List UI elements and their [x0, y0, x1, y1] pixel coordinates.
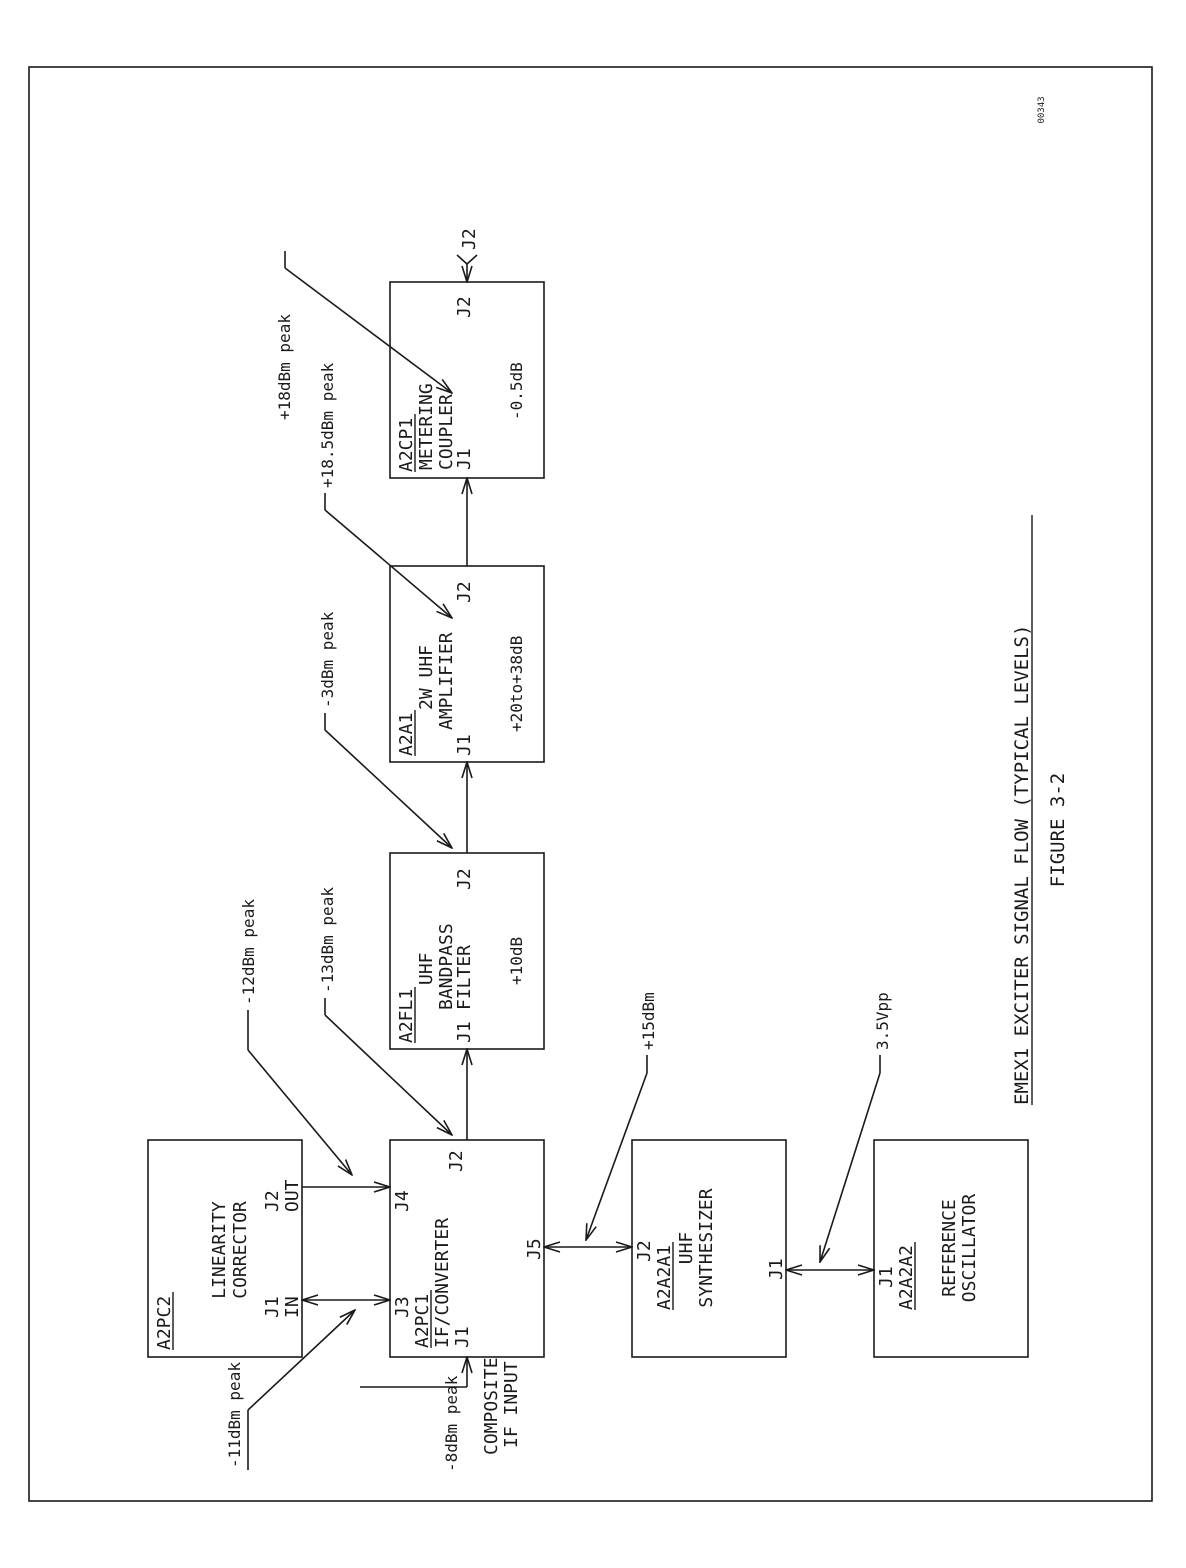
lin-j2-out: OUT [282, 1179, 303, 1212]
level-ref-osc: 3.5Vpp [873, 992, 892, 1050]
filter-label3: FILTER [454, 945, 475, 1010]
amp-ref: A2A1 [396, 713, 417, 756]
coupler-label1: METERING [416, 383, 437, 470]
conv-j5: J5 [524, 1238, 545, 1260]
level-lin-out: -12dBm peak [239, 899, 258, 1005]
coupler-ref: A2CP1 [396, 418, 417, 472]
osc-label1: REFERENCE [939, 1199, 960, 1297]
level-conv-out: -13dBm peak [318, 887, 337, 993]
filter-j2: J2 [454, 868, 475, 890]
amp-j2: J2 [454, 581, 475, 603]
conv-j4: J4 [392, 1190, 413, 1212]
conv-j3: J3 [392, 1296, 413, 1318]
level-if-input: -8dBm peak [442, 1375, 461, 1472]
synth-j2: J2 [634, 1240, 655, 1262]
drawing-number: 00343 [1037, 96, 1047, 123]
conv-j2: J2 [446, 1150, 467, 1172]
synth-label2: SYNTHESIZER [696, 1188, 717, 1307]
lin-j1: J1 [262, 1296, 283, 1318]
leader-lin-out [247, 1049, 352, 1175]
diagram-title: EMEX1 EXCITER SIGNAL FLOW (TYPICAL LEVEL… [1011, 625, 1033, 1105]
coupler-j2: J2 [454, 296, 475, 318]
synth-label1: UHF [676, 1232, 697, 1265]
osc-j1: J1 [876, 1266, 897, 1288]
level-amp-out: +18.5dBm peak [318, 362, 337, 488]
osc-ref: A2A2A2 [896, 1245, 917, 1310]
page-border [28, 66, 1153, 1502]
output-jack-symbol [456, 254, 468, 265]
figure-label: FIGURE 3-2 [1047, 773, 1069, 887]
filter-label2: BANDPASS [436, 923, 457, 1010]
lin-ref: A2PC2 [154, 1296, 175, 1350]
amp-label1: 2W UHF [416, 645, 437, 710]
filter-label1: UHF [416, 952, 437, 985]
uhf-synthesizer-block [631, 1139, 787, 1358]
coupler-gain: -0.5dB [507, 362, 526, 420]
coupler-label2: COUPLER [436, 394, 457, 470]
if-converter-block [389, 1139, 545, 1358]
filter-ref: A2FL1 [396, 989, 417, 1043]
filter-j1: J1 [454, 1021, 475, 1043]
synth-ref: A2A2A1 [654, 1245, 675, 1310]
coupler-j1: J1 [454, 448, 475, 470]
reference-oscillator-block [873, 1139, 1029, 1358]
level-lin-in: -11dBm peak [225, 1362, 244, 1468]
if-input-label2: IF INPUT [501, 1361, 522, 1448]
lin-label2: CORRECTOR [230, 1201, 251, 1299]
amp-label2: AMPLIFIER [436, 632, 457, 730]
leader-ref-osc [820, 1072, 881, 1262]
if-input-label1: COMPOSITE [481, 1357, 502, 1455]
leader-amp-out [324, 509, 452, 618]
text-layer: A2PC2 LINEARITY CORRECTOR J1 IN J2 OUT J… [154, 228, 1069, 1472]
conv-label: IF/CONVERTER [432, 1218, 453, 1348]
osc-label2: OSCILLATOR [959, 1194, 980, 1303]
leader-lin-in [247, 1310, 355, 1411]
amp-gain: +20to+38dB [507, 636, 526, 732]
synth-j1: J1 [766, 1258, 787, 1280]
lin-j1-in: IN [282, 1296, 303, 1318]
leader-filter-out [324, 729, 452, 848]
leader-synth-lo [586, 1072, 648, 1240]
leader-coupler-out [284, 267, 452, 393]
leader-conv-out [324, 1014, 452, 1135]
output-jack-label: J2 [459, 228, 480, 250]
lin-j2: J2 [262, 1190, 283, 1212]
level-synth-lo: +15dBm [639, 992, 658, 1050]
level-coupler-out: +18dBm peak [275, 314, 294, 420]
filter-gain: +10dB [507, 937, 526, 985]
conv-ref: A2PC1 [412, 1294, 433, 1348]
level-filter-out: -3dBm peak [318, 611, 337, 708]
conv-j1: J1 [452, 1326, 473, 1348]
amp-j1: J1 [454, 734, 475, 756]
lin-label1: LINEARITY [209, 1201, 230, 1299]
